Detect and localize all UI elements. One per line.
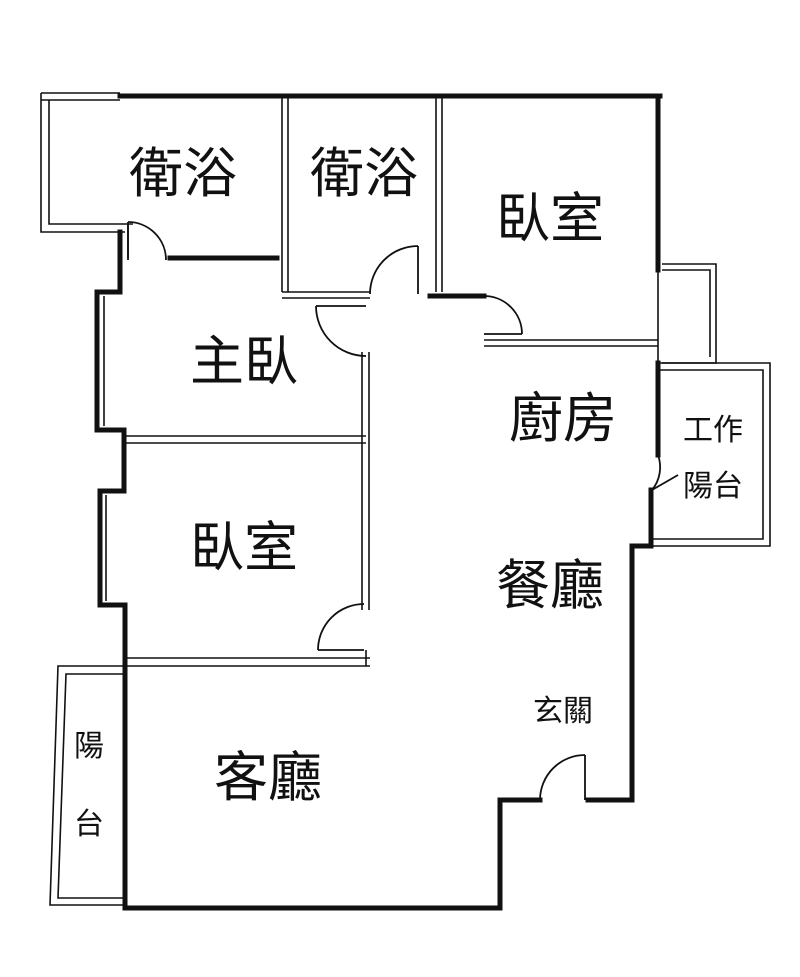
left-exterior-walls (94, 229, 128, 669)
room-label-balcony-2: 台 (74, 807, 104, 842)
master-bath-walls (40, 92, 663, 292)
bedroom-top-walls (484, 93, 661, 347)
room-label-entrance: 玄關 (533, 694, 593, 729)
master-bath-door[interactable] (127, 221, 167, 261)
room-label-bedroom-top: 臥室 (496, 187, 604, 250)
bedroom-mid-door[interactable] (317, 603, 365, 651)
bath-door[interactable] (369, 245, 419, 295)
room-labels: 衛浴 衛浴 臥室 主臥 廚房 工作 陽台 臥室 餐廳 玄關 客廳 陽 台 (74, 142, 743, 842)
room-label-utility-balcony-1: 工作 (683, 413, 743, 448)
bath-walls (282, 98, 487, 299)
room-label-bedroom-mid: 臥室 (190, 516, 298, 579)
bedroom-top-door[interactable] (483, 295, 523, 335)
room-label-dining: 餐廳 (496, 554, 604, 617)
right-exterior-walls (122, 543, 649, 911)
utility-balcony-door[interactable] (651, 454, 679, 491)
utility-balcony-walls (646, 360, 771, 549)
balcony-walls (49, 663, 128, 911)
entrance-door[interactable] (539, 754, 586, 801)
doors (127, 221, 679, 801)
room-label-kitchen: 廚房 (509, 387, 617, 450)
room-label-balcony-1: 陽 (74, 729, 104, 764)
room-label-master-bedroom: 主臥 (190, 330, 298, 393)
master-bedroom-door[interactable] (315, 305, 367, 357)
interior-partitions (124, 352, 370, 667)
room-label-bath: 衛浴 (310, 142, 418, 205)
room-label-living: 客廳 (214, 746, 322, 809)
room-label-utility-balcony-2: 陽台 (683, 469, 743, 504)
right-niche (657, 263, 717, 364)
room-label-master-bath: 衛浴 (129, 142, 237, 205)
